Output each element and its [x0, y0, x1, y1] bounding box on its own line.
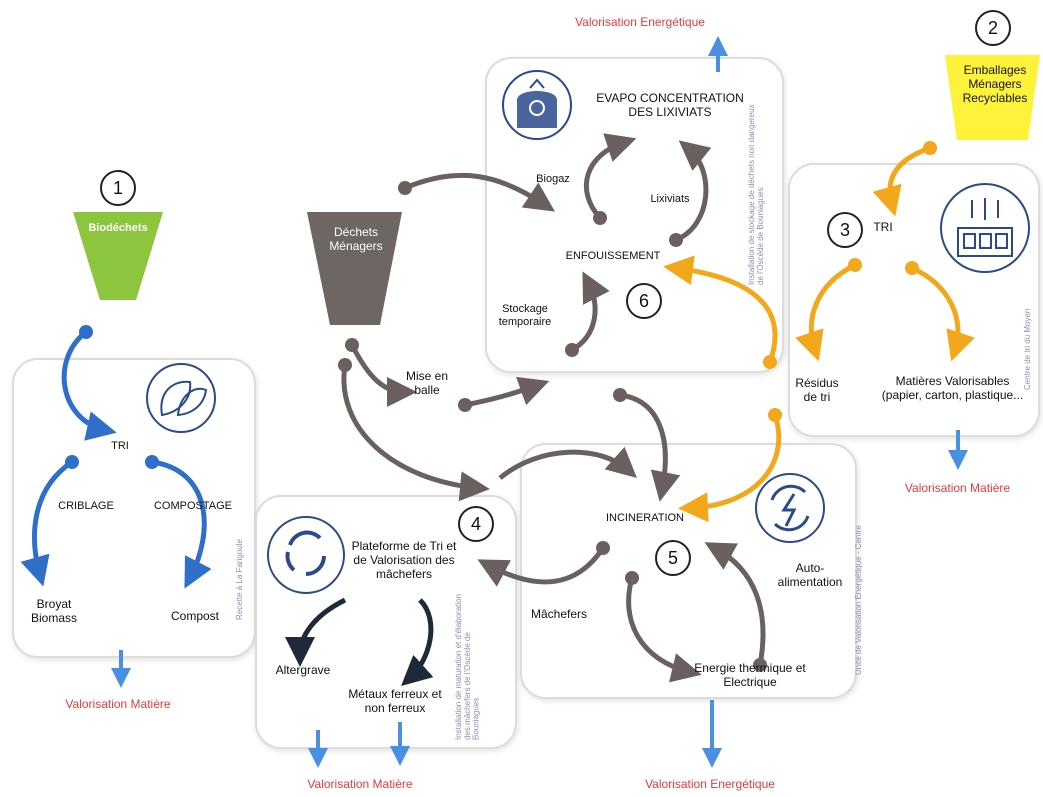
arrow-dechets-to-incineration — [341, 364, 490, 502]
output-label-box5: Valorisation Energétique — [645, 777, 775, 791]
recycle-arrows-icon — [267, 516, 345, 594]
funnel-label-biodechets: Biodéchets — [88, 222, 148, 234]
node-grey-11 — [753, 658, 767, 672]
node-grey-6 — [338, 358, 352, 372]
arrow-residus-to-incineration — [678, 414, 782, 523]
box1-tri-label: TRI — [111, 440, 129, 452]
box-biodechets — [12, 358, 256, 658]
orange-flows — [663, 145, 975, 523]
box3-tri-label: TRI — [873, 220, 893, 234]
box6-evapo-label: EVAPO CONCENTRATION DES LIXIVIATS — [596, 91, 744, 119]
box1-compostage-label: COMPOSTAGE — [153, 500, 233, 512]
box1-broyat-label: Broyat Biomass — [30, 597, 77, 625]
node-orange-4 — [763, 355, 777, 369]
blue-flows — [20, 330, 212, 589]
arrow-lixiviats — [674, 140, 712, 243]
arrow-incineration-to-energie — [626, 577, 702, 683]
box6-stockage-label: Stockage temporaire — [498, 303, 552, 328]
node-orange-2 — [848, 258, 862, 272]
box6-lixiviats-label: Lixiviats — [650, 193, 690, 205]
landfill-bag-icon — [502, 70, 572, 140]
step-number-3: 3 — [827, 212, 863, 248]
arrow-tri-to-matieres — [910, 265, 975, 362]
energy-cycle-icon — [755, 473, 825, 543]
mise-en-balle-label: Mise en balle — [405, 369, 449, 397]
funnel-dechets-menagers — [307, 212, 402, 325]
arrow-machefers-to-plateforme — [477, 546, 606, 587]
box6-biogaz-label: Biogaz — [536, 173, 570, 185]
arrow-tri-to-criblage — [20, 459, 74, 587]
output-label-box4: Valorisation Matière — [307, 777, 413, 791]
output-label-box1: Valorisation Matière — [65, 697, 171, 711]
arrow-mise-en-balle-to-box6 — [464, 376, 550, 408]
arrow-residus-to-enfouissement — [663, 255, 778, 363]
node-grey-1 — [398, 181, 412, 195]
node-grey-8 — [613, 388, 627, 402]
step-number-5: 5 — [655, 540, 691, 576]
box5-vertical-note: Unité de Valorisation Energétique - Cent… — [854, 525, 863, 675]
node-orange-5 — [768, 408, 782, 422]
node-blue-3 — [145, 455, 159, 469]
funnel-biodechets — [73, 212, 163, 300]
node-grey-2 — [593, 211, 607, 225]
step-number-2: 2 — [975, 10, 1011, 46]
node-grey-10 — [625, 571, 639, 585]
box6-vertical-note: Installation de stockage de déchets non … — [747, 104, 765, 285]
output-label-top: Valorisation Energétique — [575, 15, 705, 29]
funnel-emballages — [945, 55, 1040, 140]
leaves-icon — [146, 363, 216, 433]
arrow-plateforme-to-metaux — [401, 598, 434, 687]
box4-metaux-label: Métaux ferreux et non ferreux — [348, 687, 442, 715]
arrow-emballages-to-tri — [872, 145, 931, 217]
funnel-label-emballages: Emballages Ménagers Recyclables — [962, 63, 1028, 105]
node-grey-7 — [458, 398, 472, 412]
grey-flows — [341, 133, 766, 683]
node-grey-4 — [565, 343, 579, 357]
node-grey-5 — [345, 338, 359, 352]
arrow-tri-to-compostage — [151, 459, 212, 589]
arrow-plateforme-to-altergrave — [285, 597, 347, 667]
box5-auto-label: Auto-alimentation — [777, 561, 843, 589]
node-grey-9 — [596, 541, 610, 555]
box3-vertical-note: Centre de tri du Moyen — [1023, 308, 1032, 390]
node-orange-1 — [923, 141, 937, 155]
arrow-box4-to-incineration — [498, 446, 637, 480]
box1-compost-label: Compost — [170, 609, 220, 623]
arrow-dechets-to-mise-en-balle — [349, 343, 417, 407]
step-number-4: 4 — [458, 506, 494, 542]
box3-matieres-label: Matières Valorisables (papier, carton, p… — [881, 374, 1024, 402]
arrow-box6-to-incineration — [619, 392, 681, 502]
box1-criblage-label: CRIBLAGE — [58, 500, 114, 512]
node-grey-3 — [669, 233, 683, 247]
box4-vertical-note: Installation de maturation et d'élaborat… — [454, 593, 481, 740]
dark-flows — [285, 597, 434, 687]
box5-energie-label: Energie thermique et Electrique — [694, 661, 806, 689]
sorting-machine-icon — [940, 183, 1030, 273]
node-blue-1 — [79, 325, 93, 339]
box3-residus-label: Résidus de tri — [795, 376, 839, 404]
output-arrows — [111, 36, 968, 768]
node-blue-2 — [65, 455, 79, 469]
output-label-box3: Valorisation Matière — [904, 481, 1011, 495]
arrow-biogaz — [583, 133, 637, 220]
arrow-biodechets-to-tri — [61, 330, 117, 441]
arrow-stockage-to-enfouissement — [570, 271, 610, 353]
step-number-1: 1 — [100, 170, 136, 206]
funnel-label-dechets-menagers: Déchets Ménagers — [329, 225, 383, 253]
step-number-6: 6 — [626, 283, 662, 319]
box6-enfouissement-label: ENFOUISSEMENT — [565, 250, 661, 262]
box1-vertical-note: Recette à La Farigoule — [235, 539, 244, 620]
box5-machefers-label: Mâchefers — [530, 607, 588, 621]
arrow-dechets-to-enfouissement — [404, 172, 555, 212]
arrow-energie-to-auto — [704, 542, 766, 666]
box4-altergrave-label: Altergrave — [275, 663, 331, 677]
box4-plateforme-label: Plateforme de Tri et de Valorisation des… — [351, 539, 457, 581]
arrow-tri-to-residus — [795, 262, 857, 362]
node-orange-3 — [905, 261, 919, 275]
box5-incineration-label: INCINERATION — [605, 512, 685, 524]
